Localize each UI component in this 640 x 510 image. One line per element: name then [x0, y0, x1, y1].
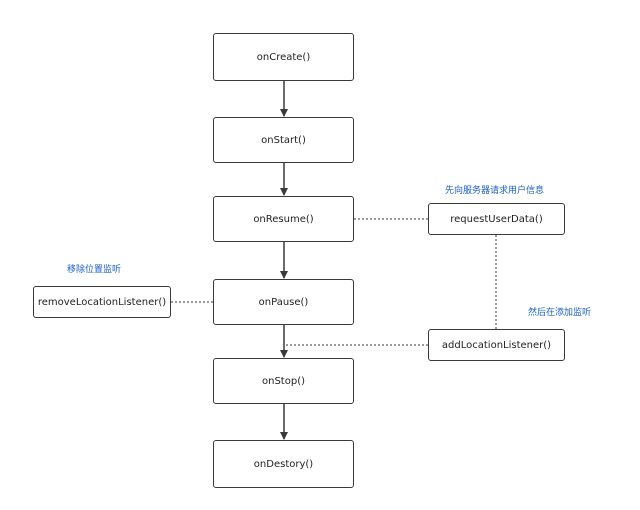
- remove-location-listener-label: removeLocationListener(): [37, 296, 167, 308]
- onstart-box: onStart(): [213, 117, 354, 163]
- onresume-label: onResume(): [253, 213, 314, 225]
- onpause-box: onPause(): [213, 279, 354, 325]
- oncreate-box: onCreate(): [213, 33, 354, 81]
- onresume-box: onResume(): [213, 196, 354, 242]
- remove-note: 移除位置监听: [67, 265, 122, 275]
- add-note: 然后在添加监听: [528, 308, 592, 318]
- onstop-label: onStop(): [262, 375, 305, 387]
- ondestroy-label: onDestory(): [253, 458, 314, 470]
- request-user-data-label: requestUserData(): [450, 213, 543, 225]
- add-location-listener-box: addLocationListener(): [428, 329, 565, 361]
- onstart-label: onStart(): [261, 134, 306, 146]
- request-user-data-box: requestUserData(): [428, 203, 565, 235]
- remove-location-listener-box: removeLocationListener(): [33, 286, 171, 318]
- onstop-box: onStop(): [213, 358, 354, 404]
- onpause-label: onPause(): [258, 296, 309, 308]
- oncreate-label: onCreate(): [256, 51, 311, 63]
- ondestroy-box: onDestory(): [213, 440, 354, 488]
- request-note: 先向服务器请求用户信息: [445, 186, 545, 196]
- add-location-listener-label: addLocationListener(): [441, 339, 552, 351]
